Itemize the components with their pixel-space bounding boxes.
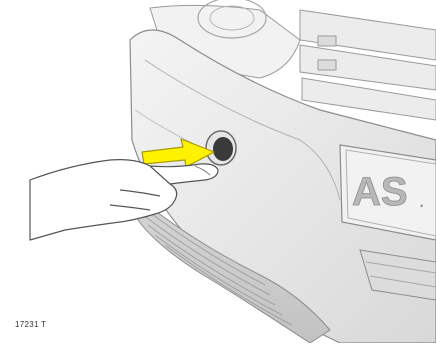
figure-caption: 17231 T: [15, 320, 46, 329]
plate-text: AS: [352, 170, 408, 214]
upper-grille: [300, 10, 436, 120]
towing-eye-cover-icon: [206, 131, 236, 165]
plate-dot: ·: [418, 192, 425, 217]
